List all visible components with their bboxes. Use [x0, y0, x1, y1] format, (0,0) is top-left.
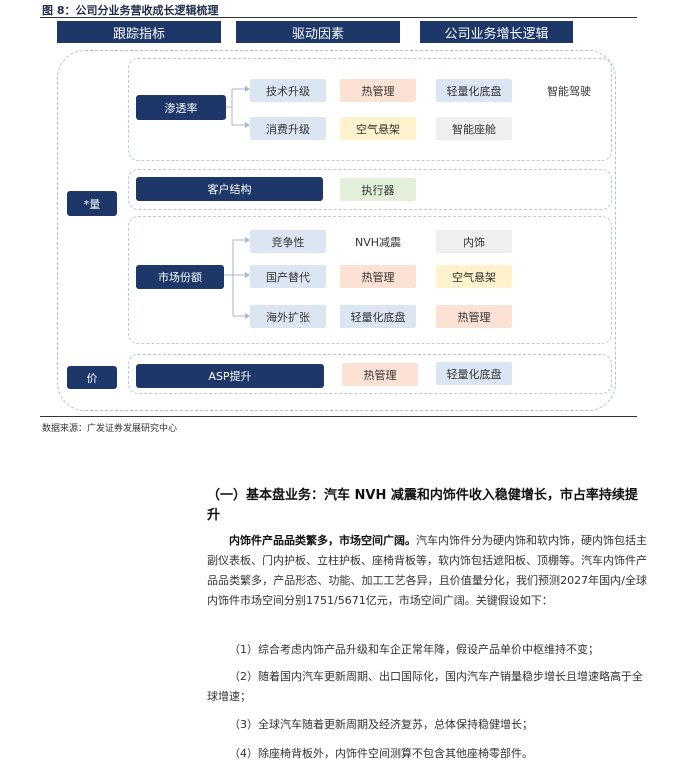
metric-penetration: 渗透率	[136, 95, 226, 120]
assumption-4: （4）除座椅背板外，内饰件空间测算不包含其他座椅零部件。	[229, 747, 533, 760]
metric-asp-increase: ASP提升	[136, 364, 324, 388]
paragraph-lead: 内饰件产品品类繁多，市场空间广阔。	[229, 534, 416, 547]
row-market-share	[128, 216, 612, 344]
item-lightweight-chassis-2: 轻量化底盘	[340, 305, 416, 328]
driver-overseas-expansion: 海外扩张	[250, 305, 326, 328]
figure-top-rule	[40, 17, 637, 18]
row-customer	[128, 169, 612, 210]
item-air-suspension-2: 空气悬架	[436, 265, 512, 288]
header-tracking-metric: 跟踪指标	[57, 21, 221, 43]
metric-market-share: 市场份额	[136, 265, 224, 289]
item-thermal-management-4: 热管理	[342, 363, 418, 386]
assumption-1: （1）综合考虑内饰产品升级和车企正常年降，假设产品单价中枢维持不变；	[229, 643, 599, 656]
item-lightweight-chassis-3: 轻量化底盘	[436, 362, 512, 385]
driver-domestic-substitution: 国产替代	[250, 265, 326, 288]
row-asp	[128, 354, 612, 394]
header-growth-logic: 公司业务增长逻辑	[420, 21, 573, 43]
metric-customer-structure: 客户结构	[136, 177, 323, 201]
driver-competitiveness: 竞争性	[250, 230, 326, 253]
body-paragraph: 内饰件产品品类繁多，市场空间广阔。汽车内饰件分为硬内饰和软内饰，硬内饰包括主副仪…	[207, 531, 647, 611]
item-thermal-management-2: 热管理	[340, 265, 416, 288]
diagram-outer-frame	[57, 50, 616, 411]
figure-title: 图 8：公司分业务营收成长逻辑梳理	[42, 4, 219, 17]
label-price: 价	[67, 366, 117, 389]
assumption-2: （2）随着国内汽车更新周期、出口国际化，国内汽车产销量稳步增长且增速略高于全球增…	[207, 670, 643, 703]
item-interior: 内饰	[436, 230, 512, 253]
figure-bottom-rule	[40, 416, 637, 417]
item-nvh-damping: NVH减震	[340, 230, 416, 253]
driver-tech-upgrade: 技术升级	[250, 79, 326, 102]
item-smart-cockpit: 智能座舱	[436, 117, 512, 140]
item-thermal-management-3: 热管理	[436, 305, 512, 328]
section-heading: （一）基本盘业务：汽车 NVH 减震和内饰件收入稳健增长，市占率持续提升	[207, 488, 638, 523]
header-drivers: 驱动因素	[236, 21, 400, 43]
item-actuator: 执行器	[340, 178, 416, 201]
item-air-suspension: 空气悬架	[340, 117, 416, 140]
item-lightweight-chassis: 轻量化底盘	[436, 79, 512, 102]
row-penetration	[128, 58, 612, 161]
figure-source: 数据来源：广发证券发展研究中心	[42, 424, 178, 434]
paragraph-body: 汽车内饰件分为硬内饰和软内饰，硬内饰包括主副仪表板、门内护板、立柱护板、座椅背板…	[207, 534, 647, 607]
driver-consumption-upgrade: 消费升级	[250, 117, 326, 140]
item-thermal-management: 热管理	[340, 79, 416, 102]
assumption-3: （3）全球汽车随着更新周期及经济复苏，总体保持稳健增长；	[229, 718, 533, 731]
item-smart-driving: 智能驾驶	[531, 79, 607, 102]
label-volume: *量	[67, 191, 117, 216]
